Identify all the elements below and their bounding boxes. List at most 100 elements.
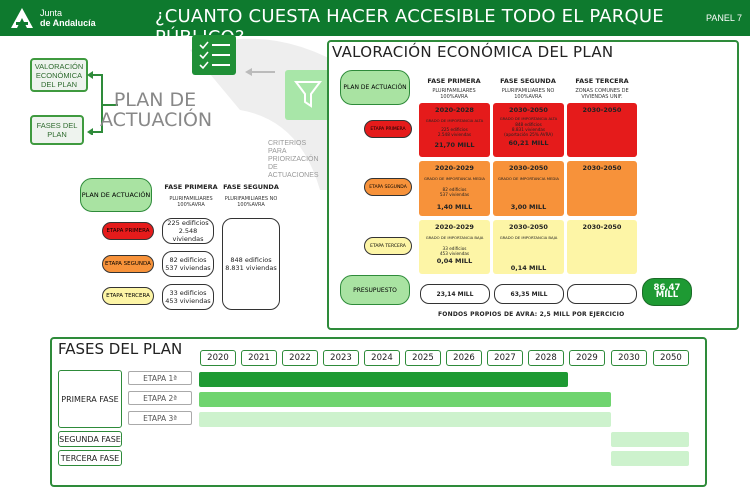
valoracion-title: VALORACIÓN ECONÓMICA DEL PLAN [332,43,614,61]
mini-cell-etapa3: 33 edificios 453 viviendas [162,284,214,310]
cell-edificios: 225 edificios [441,127,468,132]
cell-mill: 1,40 MILL [436,203,473,211]
mini-etapa-segunda: ETAPA SEGUNDA [102,255,154,273]
cell-importance: GRADO DE IMPORTANCIA MEDIA [497,176,560,181]
cell-viviendas: 8.831 viviendas [511,127,546,132]
plan-actuacion-pill: PLAN DE ACTUACIÓN [340,70,410,105]
cell-mill: 60,21 MILL [508,139,549,147]
fondos-text: FONDOS PROPIOS DE AVRA: 2,5 MILL POR EJE… [438,311,625,318]
segunda-fase-label: SEGUNDA FASE [58,431,122,447]
mini-cell-viviendas: 453 viviendas [165,297,211,305]
cell-edificios: 82 edificios [442,187,467,192]
cell-mill: 0,14 MILL [510,264,547,272]
year-2030: 2030 [611,350,647,366]
cell-importance: GRADO DE IMPORTANCIA MEDIA [423,176,486,181]
junta-logo-icon [11,8,33,28]
cell-importance: GRADO DE IMPORTANCIA BAJA [425,235,484,240]
year-2021: 2021 [241,350,277,366]
cell-r3-c1: 2020-2029 GRADO DE IMPORTANCIA BAJA 33 e… [419,220,490,274]
year-2025: 2025 [405,350,441,366]
cell-r1-c1: 2020-2028 GRADO DE IMPORTANCIA ALTA 225 … [419,103,490,157]
mini-fase1-header: FASE PRIMERA [164,183,218,191]
year-2024: 2024 [364,350,400,366]
cell-r1-c2: 2030-2050 GRADO DE IMPORTANCIA ALTA 848 … [493,103,564,157]
gantt-bar-etapa1 [199,372,568,387]
primera-fase-label: PRIMERA FASE [58,370,122,428]
tercera-fase-label: TERCERA FASE [58,450,122,466]
mini-cell-edificios: 225 edificios [167,219,209,227]
gantt-bar-etapa2 [199,392,611,407]
presupuesto-fase3 [567,284,637,304]
mini-fase1-sub: PLURIFAMILIARES 100%AVRA [169,196,213,208]
mini-cell-edificios: 33 edificios [169,289,207,297]
row-etapa-segunda: ETAPA SEGUNDA [364,178,412,196]
mini-plan-label: PLAN DE ACTUACIÓN [80,178,152,212]
year-2022: 2022 [282,350,318,366]
year-2050: 2050 [653,350,689,366]
cell-edificios: 33 edificios [442,246,467,251]
cell-years: 2030-2050 [509,106,548,114]
gear-diagram-icon [190,35,350,190]
cell-years: 2030-2050 [509,223,548,231]
year-2023: 2023 [323,350,359,366]
col2-sub: PLURIFAMILIARES NO 100%AVRA [501,88,555,100]
cell-edificios: 848 edificios [515,122,542,127]
cell-r2-c1: 2020-2029 GRADO DE IMPORTANCIA MEDIA 82 … [419,161,490,216]
mini-cell-edificios: 82 edificios [169,256,207,264]
gantt-bar-etapa3 [199,412,611,427]
plan-title-line1: PLAN DE [113,89,197,111]
row-etapa-tercera: ETAPA TERCERA [364,237,412,255]
mini-cell-etapa1: 225 edificios 2.548 viviendas [162,218,214,244]
cell-viviendas: 453 viviendas [439,251,470,256]
cell-years: 2030-2050 [509,164,548,172]
cell-viviendas: 537 viviendas [439,192,470,197]
mini-cell-viviendas: 8.831 viviendas [225,264,277,272]
mini-fase2-sub: PLURIFAMILIARES NO 100%AVRA [224,196,278,208]
cell-r3-c3: 2030-2050 [567,220,637,274]
year-2028: 2028 [528,350,564,366]
year-2027: 2027 [487,350,523,366]
cell-r1-c3: 2030-2050 [567,103,637,157]
mini-cell-fase2: 848 edificios 8.831 viviendas [222,218,280,310]
plan-title-line2: ACTUACIÓN [100,109,213,131]
cell-viviendas: 2.548 viviendas [437,132,472,137]
mini-cell-viviendas: 2.548 viviendas [172,227,204,243]
cell-years: 2020-2029 [435,223,474,231]
col3-sub: ZONAS COMUNES DE VIVIENDAS UNIF. [575,88,629,100]
etapa3-label: ETAPA 3ª [128,411,192,425]
cell-mill: 3,00 MILL [510,203,547,211]
mini-cell-viviendas: 537 viviendas [165,264,211,272]
col3-header: FASE TERCERA [575,77,629,85]
presupuesto-fase2: 63,35 MILL [494,284,564,304]
cell-mill: 21,70 MILL [434,141,475,149]
cell-r2-c2: 2030-2050 GRADO DE IMPORTANCIA MEDIA 3,0… [493,161,564,216]
fases-title: FASES DEL PLAN [58,340,183,358]
gantt-bar-tercera [611,451,689,466]
mini-etapa-primera: ETAPA PRIMERA [102,222,154,240]
cell-importance: GRADO DE IMPORTANCIA BAJA [499,235,558,240]
gantt-bar-segunda [611,432,689,447]
presupuesto-fase1: 23,14 MILL [420,284,490,304]
cell-years: 2030-2050 [582,164,622,172]
year-2020: 2020 [200,350,236,366]
header-bar [0,0,750,36]
cell-years: 2020-2028 [435,106,474,114]
year-2026: 2026 [446,350,482,366]
cell-note: (aportación 25% AVRA) [504,132,553,137]
cell-mill: 0,04 MILL [436,257,473,265]
bracket-arrows-icon [87,71,118,135]
mini-cell-edificios: 848 edificios [230,256,272,264]
col1-header: FASE PRIMERA [427,77,481,85]
cell-years: 2020-2029 [435,164,474,172]
col2-header: FASE SEGUNDA [500,77,556,85]
fases-box: FASES DEL PLAN [30,115,84,145]
cell-years: 2030-2050 [582,106,622,114]
valoracion-box: VALORACIÓN ECONÓMICA DEL PLAN [30,58,88,92]
cell-years: 2030-2050 [582,223,622,231]
row-etapa-primera: ETAPA PRIMERA [364,120,412,138]
mini-cell-etapa2: 82 edificios 537 viviendas [162,251,214,277]
criterios-text: CRITERIOS PARA PRIORIZACIÓN DE ACTUACION… [268,140,319,179]
cell-r2-c3: 2030-2050 [567,161,637,216]
logo-text-andalucia: de Andalucía [40,18,96,28]
mini-fase2-header: FASE SEGUNDA [223,183,279,191]
